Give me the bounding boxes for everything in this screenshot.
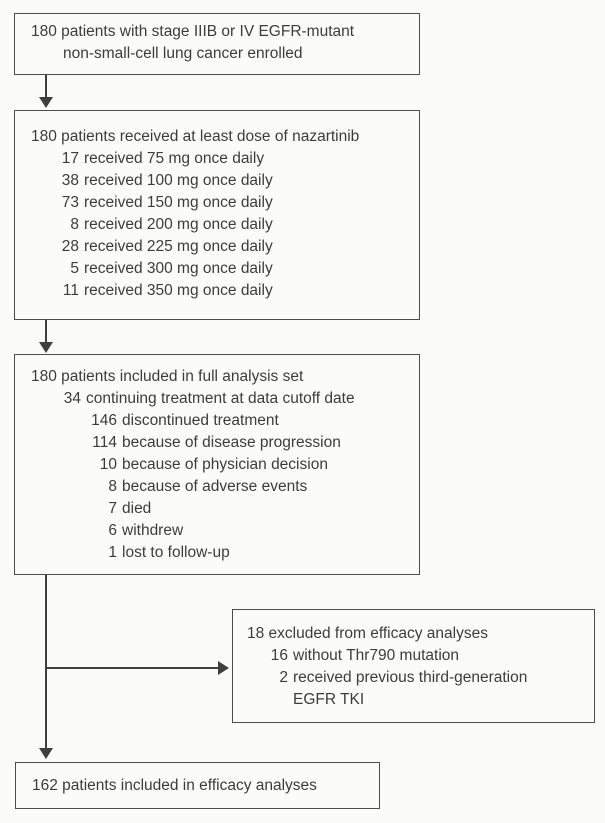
arrow-enrolled-to-dosed-line	[45, 75, 47, 97]
arrow-dosed-to-analysis-line	[45, 320, 47, 342]
arrow-down-icon	[39, 342, 53, 353]
efficacy-line: 162 patients included in efficacy analys…	[32, 776, 317, 794]
arrow-right-icon	[218, 661, 229, 675]
arrow-down-icon	[39, 748, 53, 759]
efficacy-box: 162 patients included in efficacy analys…	[15, 762, 380, 809]
dosed-heading: 180 patients received at least dose of n…	[31, 128, 360, 145]
branch-to-excluded-line	[46, 667, 218, 669]
full-analysis-box: 180 patients included in full analysis s…	[14, 354, 420, 575]
full-analysis-heading: 180 patients included in full analysis s…	[31, 368, 304, 385]
enrolled-box: 180 patients with stage IIIB or IV EGFR-…	[14, 13, 420, 75]
dosed-box: 180 patients received at least dose of n…	[14, 110, 420, 320]
excluded-heading: 18 excluded from efficacy analyses	[247, 625, 488, 642]
enrolled-line-2: non-small-cell lung cancer enrolled	[63, 45, 303, 62]
excluded-item-continuation: EGFR TKI	[293, 691, 365, 708]
arrow-analysis-to-efficacy-line	[45, 575, 47, 748]
enrolled-line-1: 180 patients with stage IIIB or IV EGFR-…	[31, 23, 355, 40]
arrow-down-icon	[39, 97, 53, 108]
